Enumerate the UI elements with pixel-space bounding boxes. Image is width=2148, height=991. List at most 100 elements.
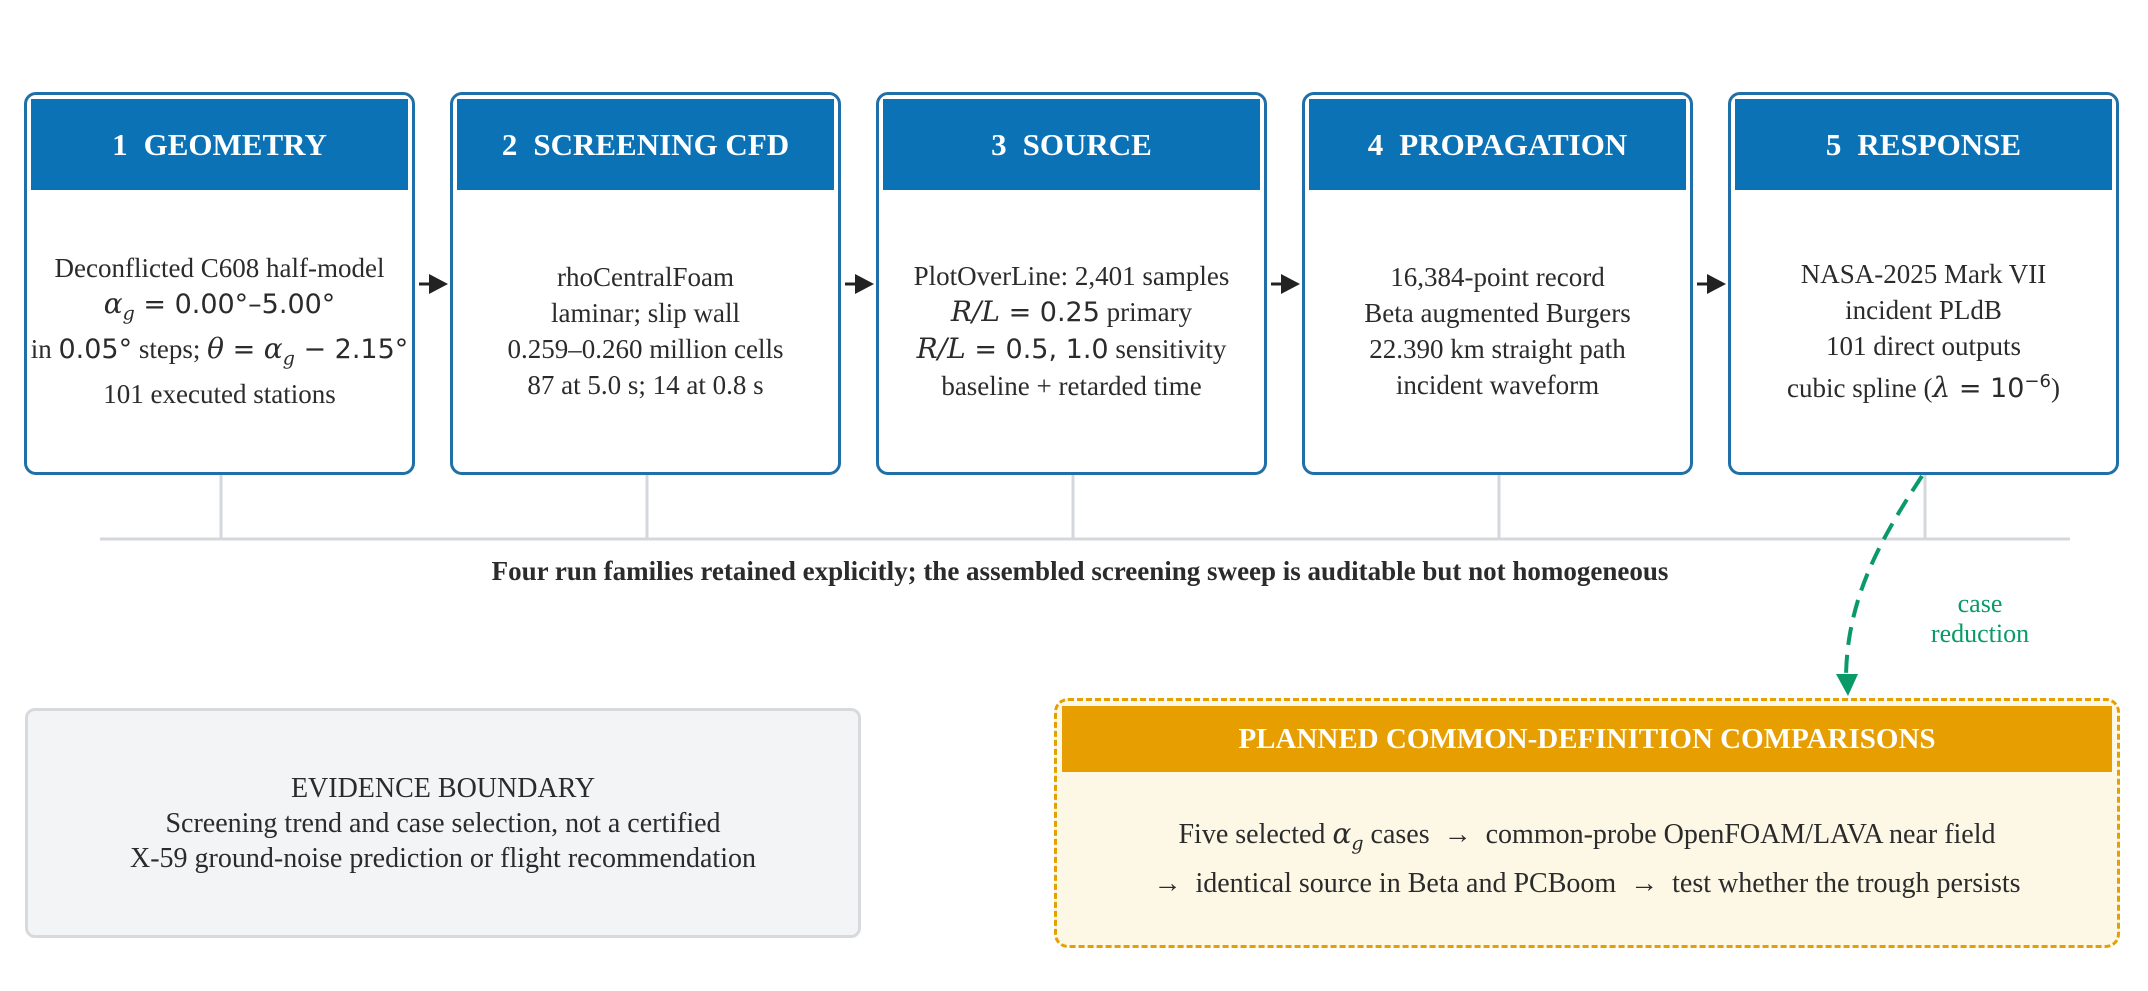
stage-text-segment: g [122, 302, 135, 324]
stage-text-segment: α [103, 286, 123, 320]
stage-line: 101 executed stations [103, 376, 335, 412]
stage-text-segment: incident PLdB [1845, 294, 2002, 325]
stage-text-segment: sensitivity [1108, 334, 1227, 364]
case-reduction-label-line-2: reduction [1930, 619, 2030, 648]
stage-text-segment: 101 direct outputs [1826, 330, 2021, 361]
stage-title: RESPONSE [1857, 126, 2022, 162]
stage-text-segment: −6 [2024, 370, 2051, 392]
planned-comparisons-title: PLANNED COMMON-DEFINITION COMPARISONS [1062, 706, 2112, 772]
evidence-title: EVIDENCE BOUNDARY [290, 772, 596, 804]
planned-line-1: Five selected αg cases → common-probe Op… [1178, 814, 1995, 864]
stage-number: 3 [991, 126, 1007, 162]
sweep-caption: Four run families retained explicitly; t… [491, 556, 1669, 586]
stage-line: 0.259–0.260 million cells [508, 331, 784, 367]
stage-text-segment: in [30, 334, 59, 364]
stage-line: PlotOverLine: 2,401 samples [914, 258, 1230, 294]
planned-line-2: → identical source in Beta and PCBoom → … [1153, 867, 2021, 899]
stage-text-segment: laminar; slip wall [551, 298, 740, 328]
evidence-boundary-box: EVIDENCE BOUNDARY Screening trend and ca… [25, 708, 861, 938]
stage-arrow-2-3 [845, 274, 874, 294]
stage-line: 22.390 km straight path [1369, 331, 1625, 367]
stage-arrow-4-5 [1697, 274, 1726, 294]
stage-line: 101 direct outputs [1826, 328, 2021, 364]
stage-line: incident PLdB [1845, 292, 2002, 328]
stage-body-5: NASA-2025 Mark VII incident PLdB 101 direc… [1731, 190, 2116, 472]
stage-number: 5 [1825, 126, 1842, 162]
planned-comparisons-body: Five selected αg cases → common-probe Op… [1057, 772, 2117, 945]
stage-header-4: 4 PROPAGATION [1309, 99, 1686, 190]
stage-header-2: 2 SCREENING CFD [457, 99, 834, 190]
stage-title: PROPAGATION [1399, 126, 1628, 162]
stage-line: NASA-2025 Mark VII [1801, 256, 2046, 292]
stage-number: 1 [112, 126, 128, 162]
planned-alpha-subscript: g [1351, 832, 1364, 855]
stage-text-segment: baseline + retarded time [941, 371, 1202, 401]
planned-line-1-suffix: cases → common-probe OpenFOAM/LAVA near … [1363, 819, 1996, 851]
stage-text-segment: 0.05° [58, 334, 133, 365]
stage-text-segment: = 10 [1950, 372, 2025, 404]
stage-header-1: 1 GEOMETRY [31, 99, 408, 190]
stage-title: GEOMETRY [143, 126, 327, 162]
stage-text-segment: 101 executed stations [103, 379, 336, 410]
stage-text-segment: 0.259–0.260 million cells [507, 334, 784, 364]
stage-text-segment: incident waveform [1395, 370, 1600, 400]
stage-text-segment: R/L [950, 295, 1000, 328]
planned-alpha-symbol: α [1332, 817, 1352, 851]
stage-text-segment: α [263, 332, 283, 365]
stage-text-segment: Deconflicted C608 half-model [54, 252, 385, 283]
stage-line: baseline + retarded time [941, 368, 1201, 404]
stage-text-segment: ) [2050, 372, 2060, 403]
stage-arrow-3-4 [1271, 274, 1300, 294]
evidence-line-2: X-59 ground-noise prediction or flight r… [130, 842, 756, 874]
stage-line: incident waveform [1396, 367, 1599, 403]
stage-header-3: 3 SOURCE [883, 99, 1260, 190]
stage-arrow-1-2 [419, 274, 448, 294]
stage-text-segment: cubic spline ( [1787, 372, 1933, 403]
stage-text-segment: PlotOverLine: 2,401 samples [913, 261, 1230, 291]
planned-line-1-prefix: Five selected [1178, 819, 1333, 851]
stage-text-segment: steps; [132, 334, 208, 364]
stage-text-segment: θ [207, 332, 224, 365]
stage-text-segment: primary [1099, 297, 1193, 327]
case-reduction-arrow [1836, 474, 1924, 696]
stage-number: 2 [501, 126, 518, 162]
stage-text-segment: = 0.25 [999, 297, 1100, 328]
stage-number: 4 [1367, 126, 1384, 162]
stage-line: R/L = 0.25 primary [951, 294, 1192, 331]
stage-line: Deconflicted C608 half-model [55, 250, 385, 286]
case-reduction-label-line-1: case [1957, 589, 2003, 618]
stage-line: Beta augmented Burgers [1364, 295, 1630, 331]
stage-text-segment: g [282, 347, 295, 370]
evidence-line-1: Screening trend and case selection, not … [165, 807, 721, 839]
stage-line: cubic spline (λ = 10−6) [1787, 364, 2060, 407]
stage-text-segment: = [223, 334, 264, 365]
stage-line: rhoCentralFoam [557, 259, 734, 295]
stage-text-segment: 87 at 5.0 s; 14 at 0.8 s [527, 370, 764, 400]
stage-line: 87 at 5.0 s; 14 at 0.8 s [527, 367, 763, 403]
case-reduction-label: case reduction [1900, 589, 2060, 649]
stage-header-5: 5 RESPONSE [1735, 99, 2112, 190]
stage-line: αg = 0.00°–5.00° [104, 286, 336, 331]
stage-title: SOURCE [1022, 126, 1152, 162]
stage-line: laminar; slip wall [551, 295, 740, 331]
stage-text-segment: NASA-2025 Mark VII [1800, 258, 2047, 289]
stage-text-segment: Beta augmented Burgers [1364, 298, 1631, 328]
stage-text-segment: = 0.5, 1.0 [965, 334, 1109, 365]
planned-comparisons-box: PLANNED COMMON-DEFINITION COMPARISONS Fi… [1054, 698, 2120, 948]
stage-line: 16,384-point record [1390, 259, 1604, 295]
stage-line: in 0.05° steps; θ = αg − 2.15° [31, 331, 409, 376]
stage-text-segment: 22.390 km straight path [1369, 334, 1626, 364]
stage-title: SCREENING CFD [533, 126, 790, 162]
stage-line: R/L = 0.5, 1.0 sensitivity [917, 331, 1227, 368]
stage-text-segment: R/L [916, 332, 966, 365]
stage-text-segment: − 2.15° [294, 334, 409, 365]
